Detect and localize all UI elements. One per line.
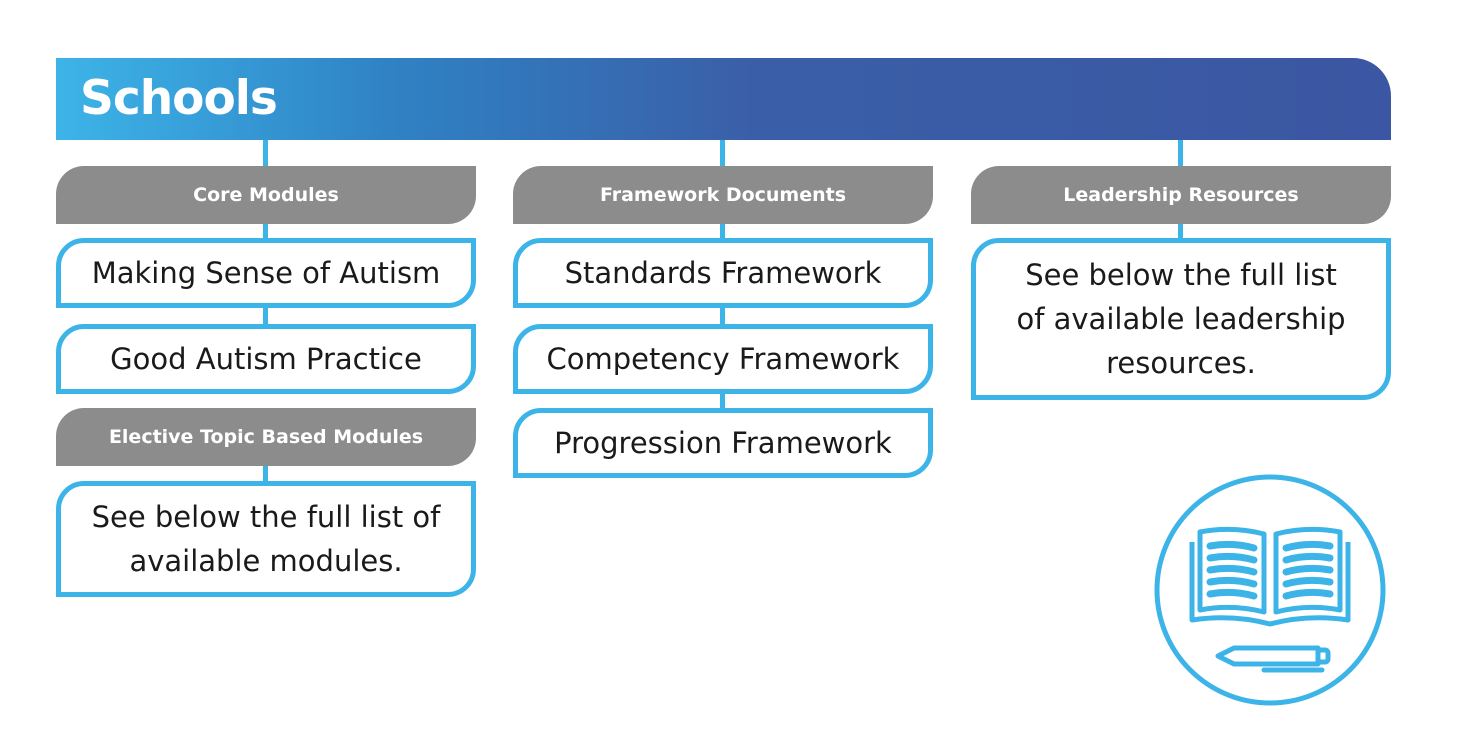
item-standards-framework[interactable]: Standards Framework: [513, 238, 933, 308]
item-making-sense-of-autism[interactable]: Making Sense of Autism: [56, 238, 476, 308]
book-icon: [1152, 472, 1388, 708]
item-leadership-resources-list[interactable]: See below the full list of available lea…: [971, 238, 1391, 400]
category-leadership-resources: Leadership Resources: [971, 166, 1391, 224]
connector-line: [720, 224, 725, 240]
connector-line: [720, 306, 725, 326]
item-competency-framework[interactable]: Competency Framework: [513, 324, 933, 394]
item-progression-framework[interactable]: Progression Framework: [513, 408, 933, 478]
category-core-modules: Core Modules: [56, 166, 476, 224]
connector-line: [263, 224, 268, 240]
item-good-autism-practice[interactable]: Good Autism Practice: [56, 324, 476, 394]
item-elective-modules-list[interactable]: See below the full list of available mod…: [56, 481, 476, 597]
category-framework-documents: Framework Documents: [513, 166, 933, 224]
category-elective-topic-based-modules: Elective Topic Based Modules: [56, 408, 476, 466]
header-bar: [56, 58, 1391, 140]
connector-line: [1178, 140, 1183, 168]
connector-line: [720, 392, 725, 410]
connector-line: [720, 140, 725, 168]
connector-line: [263, 465, 268, 483]
connector-line: [1178, 224, 1183, 240]
connector-line: [263, 140, 268, 168]
connector-line: [263, 306, 268, 326]
page-title: Schools: [80, 71, 278, 126]
